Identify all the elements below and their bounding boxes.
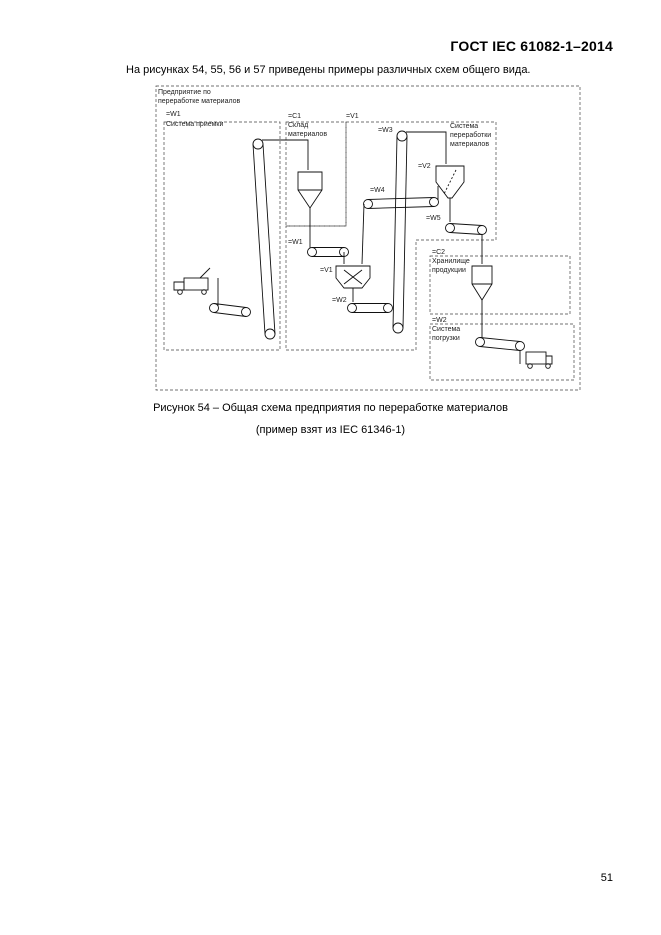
conveyor-w5-icon bbox=[445, 223, 487, 235]
label-enterprise-line2: переработке материалов bbox=[158, 97, 241, 105]
loading-system-boundary bbox=[429, 323, 575, 381]
enterprise-boundary bbox=[155, 85, 581, 391]
label-processing-line2: переработки bbox=[450, 131, 491, 139]
loading-truck-icon bbox=[525, 351, 553, 369]
label-w2-zone: =W2 bbox=[432, 317, 447, 324]
document-standard-header: ГОСТ IEC 61082-1–2014 bbox=[450, 38, 613, 54]
label-w1-conveyor: =W1 bbox=[288, 239, 303, 246]
receiving-conveyor-icon bbox=[209, 303, 251, 317]
label-c1-zone: =C1 bbox=[288, 113, 301, 120]
label-storage-line1: Хранилище bbox=[432, 258, 470, 265]
conveyor-w4-icon bbox=[363, 197, 439, 209]
figure-caption-title: Рисунок 54 – Общая схема предприятия по … bbox=[153, 402, 508, 414]
elevator-w3-icon bbox=[392, 130, 408, 334]
warehouse-hopper-icon bbox=[297, 171, 323, 209]
label-w1-zone: =W1 bbox=[166, 111, 181, 118]
label-loading-line2: погрузки bbox=[432, 335, 460, 342]
product-storage-hopper-icon bbox=[471, 265, 493, 301]
figure-caption-source: (пример взят из IEC 61346-1) bbox=[255, 424, 406, 436]
label-processing-line3: материалов bbox=[450, 141, 489, 148]
label-v1-crusher: =V1 bbox=[320, 267, 333, 274]
processing-system-boundary bbox=[285, 121, 497, 351]
screen-v2-icon bbox=[435, 165, 465, 199]
receiving-elevator-icon bbox=[252, 138, 276, 340]
crusher-v1-icon bbox=[335, 265, 371, 289]
label-w3: =W3 bbox=[378, 127, 393, 134]
conveyor-w2-icon bbox=[347, 303, 393, 313]
conveyor-w1-icon bbox=[307, 247, 349, 257]
figure-54-diagram: Предприятие по переработке материалов =W… bbox=[150, 82, 590, 394]
plant-schematic-svg: Предприятие по переработке материалов =W… bbox=[155, 85, 581, 391]
label-loading-line1: Система bbox=[432, 326, 460, 333]
label-w4: =W4 bbox=[370, 187, 385, 194]
loading-conveyor-icon bbox=[475, 337, 525, 351]
receiving-system-boundary bbox=[163, 121, 281, 351]
label-enterprise-line1: Предприятие по bbox=[158, 89, 211, 96]
label-v1-zone: =V1 bbox=[346, 113, 359, 120]
product-storage-boundary bbox=[429, 255, 571, 315]
label-w2-conveyor: =W2 bbox=[332, 297, 347, 304]
label-warehouse-line1: Склад bbox=[288, 122, 308, 129]
label-processing-line1: Система bbox=[450, 123, 478, 130]
label-storage-line2: продукции bbox=[432, 267, 466, 274]
intro-paragraph: На рисунках 54, 55, 56 и 57 приведены пр… bbox=[126, 64, 531, 76]
label-w5: =W5 bbox=[426, 215, 441, 222]
receiving-truck-icon bbox=[173, 267, 211, 295]
page-number: 51 bbox=[600, 872, 613, 884]
label-warehouse-line2: материалов bbox=[288, 131, 327, 138]
label-receiving-system: Система приемки bbox=[166, 121, 223, 128]
warehouse-boundary bbox=[285, 121, 347, 227]
label-v2: =V2 bbox=[418, 163, 431, 170]
label-c2-zone: =C2 bbox=[432, 249, 445, 256]
